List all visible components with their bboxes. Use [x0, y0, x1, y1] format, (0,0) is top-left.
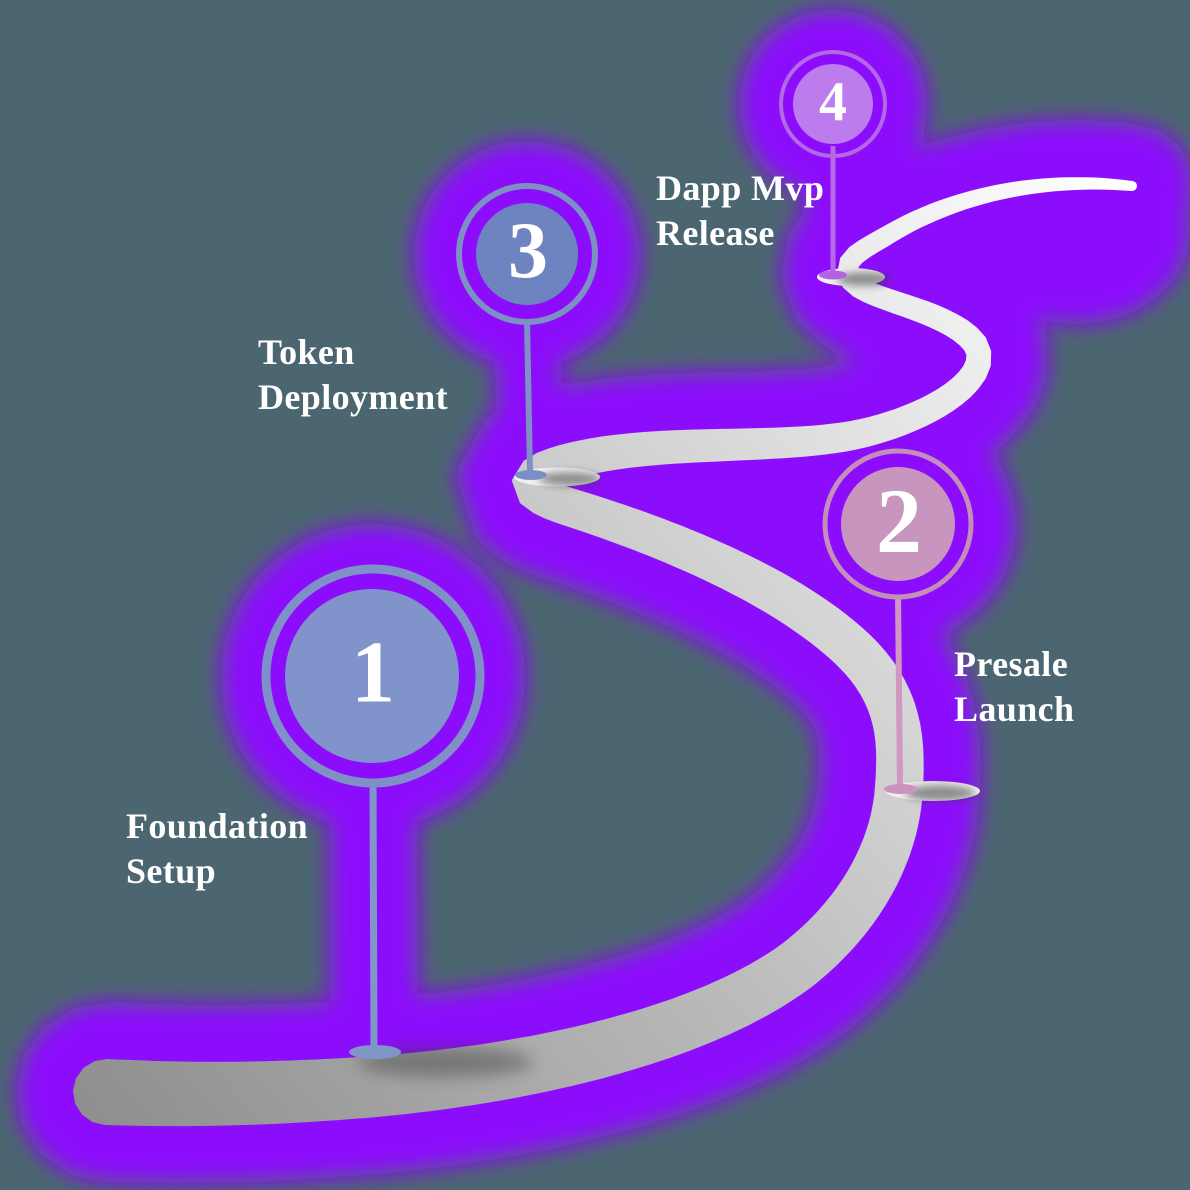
- milestone-2-foot: [884, 784, 918, 794]
- milestone-4-foot: [819, 270, 847, 280]
- milestone-2-ring: [822, 448, 974, 600]
- milestone-2-label-line2: Launch: [954, 689, 1075, 729]
- milestone-3-ring: [456, 183, 598, 325]
- milestone-1-label: Foundation Setup: [126, 804, 308, 894]
- milestone-2-label: Presale Launch: [954, 642, 1074, 732]
- milestone-4-circle: [793, 64, 873, 144]
- milestone-4-label: Dapp Mvp Release: [656, 166, 824, 256]
- milestone-2-stem: [895, 594, 903, 788]
- milestone-2-circle: [841, 467, 955, 581]
- milestone-4-label-line1: Dapp Mvp: [656, 168, 825, 208]
- milestone-4-ring: [779, 50, 887, 158]
- milestone-2-base-shadow: [905, 785, 975, 801]
- glow-road-band: [16, 120, 1190, 1184]
- milestone-1-ring: [261, 564, 485, 788]
- milestone-4-label-line2: Release: [656, 213, 775, 253]
- milestone-2-number: 2: [876, 469, 922, 572]
- milestone-1-base-shadow: [357, 1047, 533, 1077]
- milestone-4-base-shadow: [837, 272, 891, 286]
- milestone-2-label-line1: Presale: [954, 644, 1069, 684]
- milestone-1-label-line1: Foundation: [126, 806, 309, 846]
- milestone-1-number: 1: [351, 624, 395, 722]
- milestone-3-number: 3: [508, 206, 548, 295]
- milestone-3-circle: [476, 203, 578, 305]
- road: [73, 177, 1137, 1127]
- milestone-1-label-line2: Setup: [126, 851, 217, 891]
- milestone-3-label: Token Deployment: [258, 330, 448, 420]
- milestone-4-number: 4: [819, 71, 847, 134]
- milestone-3-stem: [524, 319, 533, 474]
- milestone-1-foot: [349, 1045, 401, 1059]
- milestone-1-circle: [285, 589, 459, 763]
- milestone-3-foot: [515, 470, 547, 480]
- glow-road-tip-blob: [966, 140, 1190, 324]
- milestone-3-label-line2: Deployment: [258, 377, 448, 417]
- milestone-3-label-line1: Token: [258, 332, 355, 372]
- milestone-3-base-shadow: [539, 472, 601, 486]
- milestone-1-stem: [369, 780, 378, 1051]
